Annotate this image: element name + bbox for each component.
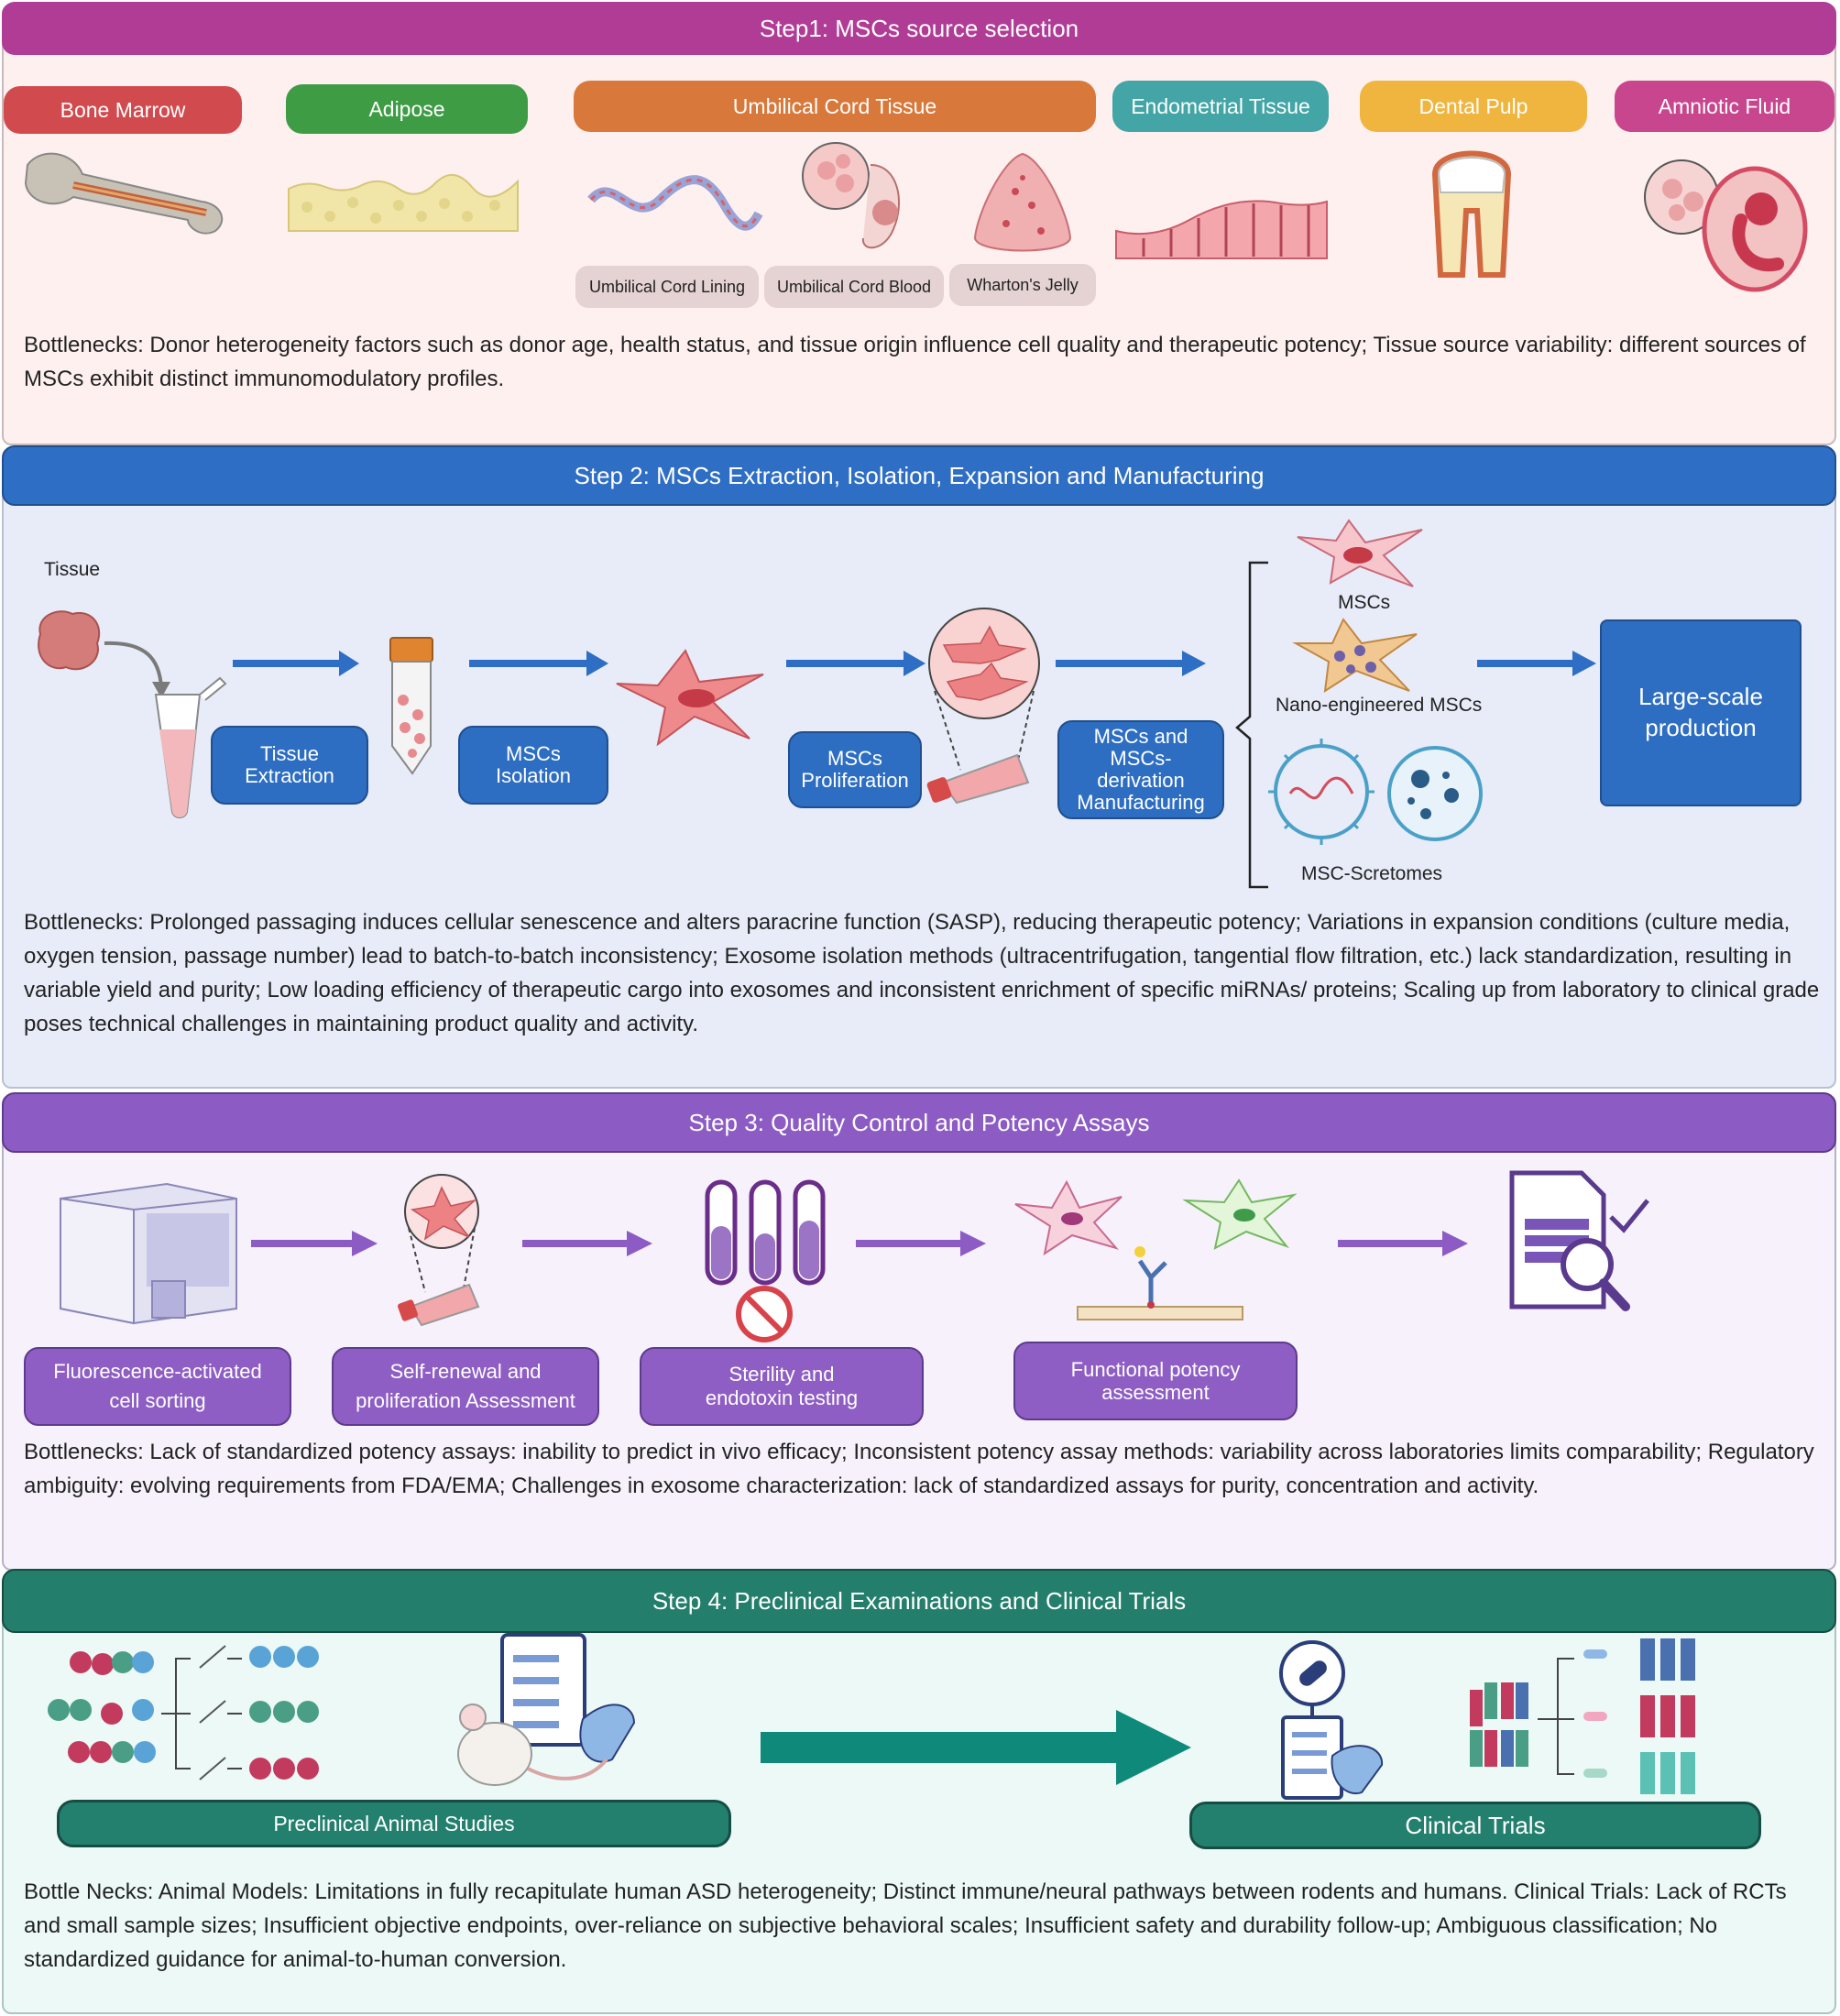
tissue-blob-icon [38,610,101,671]
pregnancy-blood-icon [802,142,900,249]
step3-arrows [251,1231,1468,1256]
step3-bottlenecks: Bottlenecks: Lack of standardized potenc… [24,1440,1814,1498]
curved-arrow-icon [104,641,170,698]
adipose-tissue-icon [288,174,519,232]
report-check-icon [1509,1170,1649,1311]
msc-product-icon [1297,519,1423,587]
step1-bottlenecks: Bottlenecks: Donor heterogeneity factors… [24,333,1806,391]
step3-header: Step 3: Quality Control and Potency Assa… [2,1092,1836,1153]
facs-box: Fluorescence-activated cell sorting [24,1347,291,1426]
preclinical-animal-label: Preclinical Animal Studies [273,1811,515,1835]
facs-machine-icon [60,1182,237,1325]
sterility-tubes-icon [705,1179,826,1342]
lab-mouse-clipboard-icon [457,1633,636,1786]
mscs-isolation-box: MSCs Isolation [458,726,608,805]
mice-groups-icon [48,1645,319,1780]
self-renewal-box: Self-renewal and proliferation Assessmen… [332,1347,599,1426]
product-secretome-label: MSC-Scretomes [1301,863,1443,884]
sterility-box: Sterility and endotoxin testing [640,1347,924,1426]
source-bone-marrow: Bone Marrow [4,86,242,134]
falcon-tube-icon [389,637,433,775]
product-mscs-label: MSCs [1338,592,1391,613]
source-umbilical-cord: Umbilical Cord Tissue [574,81,1096,132]
source-amniotic: Amniotic Fluid [1615,81,1835,132]
step1-header: Step1: MSCs source selection [2,2,1836,55]
large-scale-production-box: Large-scale production [1600,619,1802,806]
clinical-trials-box: Clinical Trials [1189,1802,1761,1849]
step4-bottlenecks: Bottle Necks: Animal Models: Limitations… [24,1879,1787,1972]
bracket-icon [1235,561,1268,889]
functional-potency-box: Functional potency assessment [1013,1342,1298,1420]
big-teal-arrow-icon [761,1710,1191,1785]
msc-cell-icon [616,649,764,747]
nano-msc-icon [1292,618,1418,694]
source-dental-pulp: Dental Pulp [1360,81,1587,132]
step2-header: Step 2: MSCs Extraction, Isolation, Expa… [2,445,1836,506]
whartons-jelly-icon [973,152,1072,252]
umbilical-cord-lining-label: Umbilical Cord Lining [575,266,759,308]
product-nano-label: Nano-engineered MSCs [1276,695,1483,716]
clinical-clipboard-icon [1279,1640,1384,1800]
mscs-proliferation-box: MSCs Proliferation [788,731,922,808]
self-renewal-icon [397,1174,480,1327]
human-groups-icon [1470,1638,1695,1794]
step2-arrows [233,651,1596,676]
tissue-label: Tissue [44,559,101,580]
umbilical-cord-icon [587,175,763,231]
tissue-extraction-box: Tissue Extraction [211,726,368,805]
secretome-icon [1268,739,1483,845]
step2-bottlenecks: Bottlenecks: Prolonged passaging induces… [24,910,1820,1036]
clinical-trials-label: Clinical Trials [1405,1811,1546,1839]
endometrium-icon [1115,200,1328,259]
step2-arrow-group [233,651,1596,676]
test-tube-icon [154,676,227,818]
bone-icon [24,152,224,235]
whartons-jelly-label: Wharton's Jelly [949,264,1096,306]
step4-header: Step 4: Preclinical Examinations and Cli… [2,1569,1836,1633]
source-endometrial: Endometrial Tissue [1112,81,1329,132]
tooth-icon [1431,150,1512,278]
source-adipose: Adipose [286,84,528,134]
amniotic-fetus-icon [1644,159,1808,292]
proliferation-magnifier-icon [926,608,1040,805]
manufacturing-box: MSCs and MSCs- derivation Manufacturing [1057,720,1224,819]
functional-potency-icon [1014,1178,1298,1320]
preclinical-animal-box: Preclinical Animal Studies [57,1800,731,1847]
mouse-cluster [48,1651,156,1763]
umbilical-cord-blood-label: Umbilical Cord Blood [764,266,944,308]
